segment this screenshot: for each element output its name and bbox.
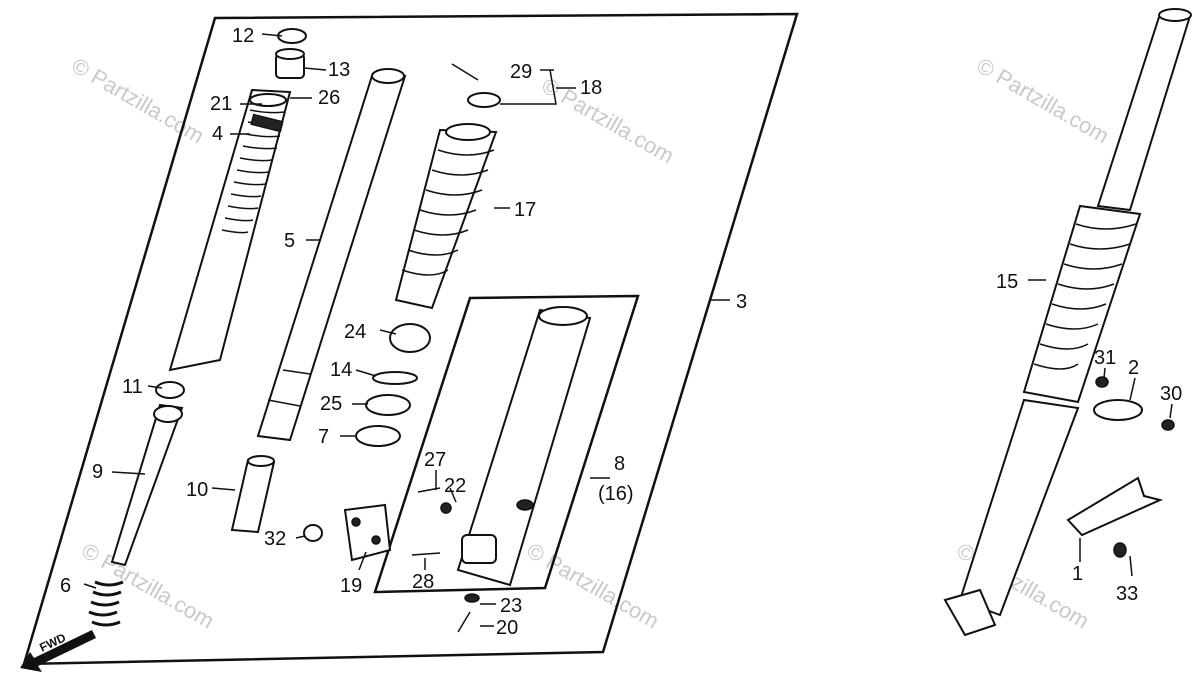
axle-holder [303,503,392,562]
callout-7: 7 [318,426,329,448]
callout-4: 4 [212,123,223,145]
callout-27: 27 [424,449,446,471]
callout-22: 22 [444,475,466,497]
callout-30: 30 [1160,383,1182,405]
fork-spring [168,88,292,372]
watermark: © Partzilla.com [78,538,219,634]
watermark: © Partzilla.com [973,53,1114,149]
callout-20: 20 [496,617,518,639]
damper-rod [88,381,185,627]
callouts: 12 13 21 26 4 5 11 9 6 10 32 19 24 14 25… [60,25,1182,639]
callout-8: 8 [614,453,625,475]
callout-11: 11 [122,376,143,398]
callout-26: 26 [318,87,340,109]
watermark: © Partzilla.com [523,538,664,634]
callout-6: 6 [60,575,71,597]
callout-1: 1 [1072,563,1083,585]
callout-29: 29 [510,61,532,83]
callout-21: 21 [210,93,232,115]
callout-9: 9 [92,461,103,483]
callout-17: 17 [514,199,536,221]
seals-and-washers [355,63,501,447]
bolts [411,487,480,633]
callout-28: 28 [412,571,434,593]
collar [230,455,276,534]
callout-33: 33 [1116,583,1138,605]
assembled-fork [943,8,1192,637]
slider [456,306,592,587]
callout-3: 3 [736,291,747,313]
assembly-frame [22,12,799,666]
callout-31: 31 [1094,347,1116,369]
callout-2: 2 [1128,357,1139,379]
callout-13: 13 [328,59,350,81]
leader-lines [83,33,1173,627]
callout-12: 12 [232,25,254,47]
callout-19: 19 [340,575,362,597]
callout-8-qty: (16) [598,483,634,505]
callout-15: 15 [996,271,1018,293]
fork-tube [256,68,407,442]
callout-14: 14 [330,359,352,381]
callout-25: 25 [320,393,342,415]
callout-24: 24 [344,321,366,343]
fork-cap [249,28,307,107]
callout-5: 5 [284,230,295,252]
callout-23: 23 [500,595,522,617]
callout-10: 10 [186,479,208,501]
callout-32: 32 [264,528,286,550]
watermark: © Partzilla.com [538,73,679,169]
callout-18: 18 [580,77,602,99]
sub-assembly-frame [373,294,640,594]
dust-boot [394,123,498,310]
watermark: © Partzilla.com [68,53,209,149]
